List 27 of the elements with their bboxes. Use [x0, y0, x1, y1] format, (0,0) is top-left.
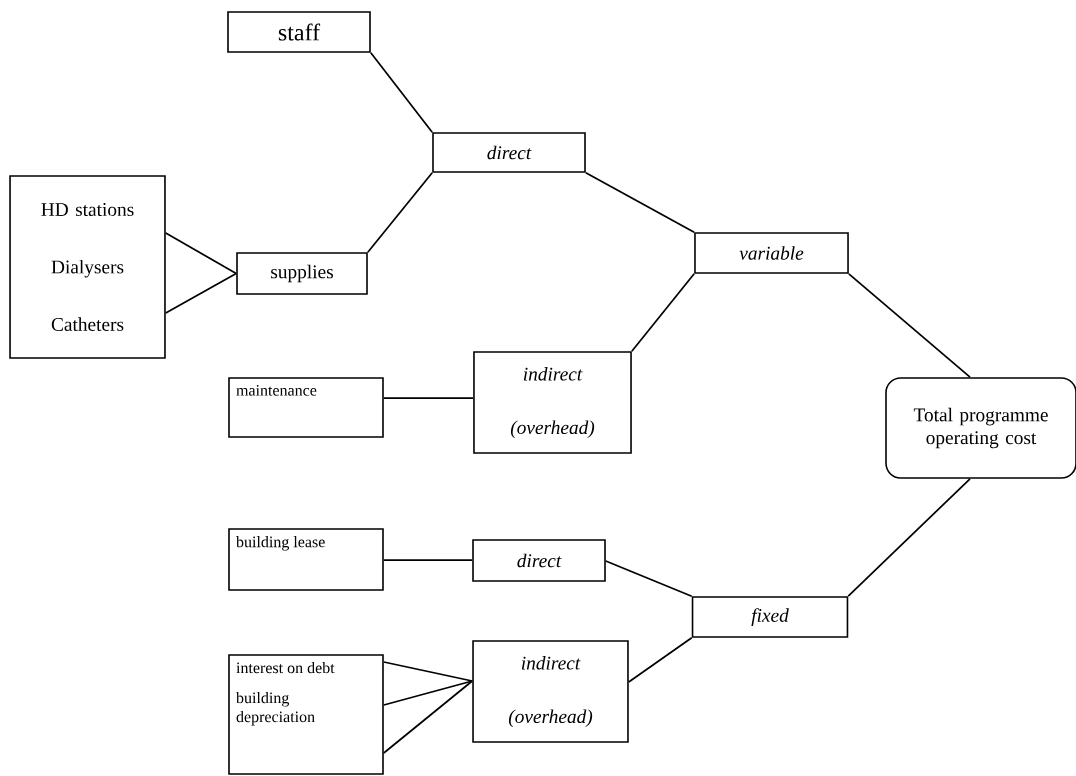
connector-line — [382, 680, 474, 754]
connector-line — [584, 171, 696, 234]
text-box: indirect (overhead) — [473, 351, 632, 454]
connector-line — [627, 636, 693, 683]
connector-line — [847, 477, 971, 598]
connector-line — [369, 51, 434, 134]
connector-line — [382, 397, 475, 399]
text-box: staff — [227, 11, 371, 53]
text-box: HD stations Dialysers Catheters — [9, 175, 166, 359]
connector-line — [630, 272, 696, 353]
connector-line — [382, 559, 474, 561]
text-box: variable — [694, 232, 849, 274]
text-box: interest on debt building depreciation — [228, 654, 384, 775]
text-box: supplies — [236, 252, 368, 295]
connector-line — [604, 560, 693, 598]
text-box: direct — [432, 132, 586, 173]
connector-line — [164, 232, 238, 275]
text-box: building lease — [228, 528, 384, 591]
connector-line — [164, 272, 238, 314]
rounded-box: Total programme operating cost — [885, 377, 1076, 479]
connector-line — [366, 171, 434, 254]
connector-line — [847, 272, 971, 379]
text-box: direct — [472, 539, 606, 582]
text-box: fixed — [691, 596, 849, 638]
text-box: indirect (overhead) — [472, 640, 629, 743]
text-box: maintenance — [228, 377, 384, 438]
connector-line — [382, 661, 474, 682]
